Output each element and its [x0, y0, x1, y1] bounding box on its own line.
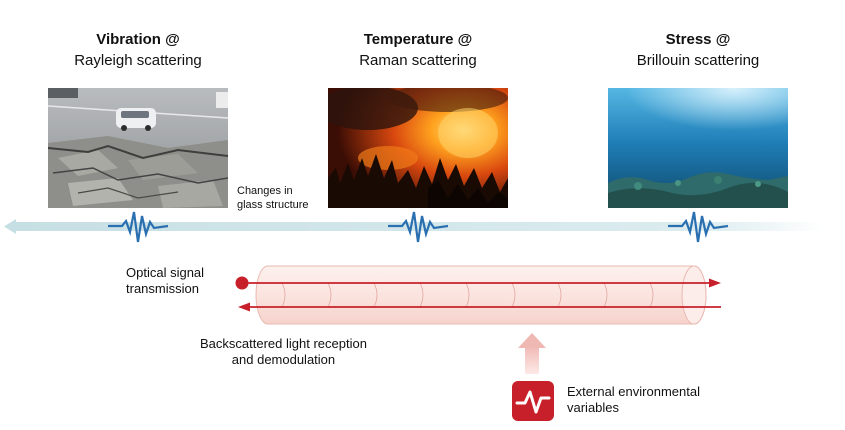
raman-subtitle: Raman scattering: [359, 52, 477, 69]
external-up-arrow: [518, 333, 546, 374]
environment-signal-icon: [512, 381, 554, 421]
vibration-title: Vibration @: [96, 31, 180, 48]
brillouin-subtitle: Brillouin scattering: [636, 52, 760, 69]
vibration-wave-icon: [108, 211, 169, 243]
earthquake-road-photo: [48, 88, 228, 208]
glass-change-line1: Changes in: [237, 185, 293, 197]
rayleigh-subtitle: Rayleigh scattering: [74, 52, 202, 69]
temperature-wave-icon: [388, 211, 449, 243]
external-variables-label: External environmental variables: [567, 384, 700, 416]
backscatter-arrow: [238, 302, 721, 312]
temperature-title-block: Temperature @ Raman scattering: [308, 30, 528, 72]
stress-wave-icon: [668, 211, 729, 243]
glass-change-label: Changes in glass structure: [237, 184, 309, 212]
backscatter-line2: and demodulation: [231, 352, 336, 367]
vibration-title-block: Vibration @ Rayleigh scattering: [28, 30, 248, 72]
glass-change-line2: glass structure: [237, 199, 309, 211]
stress-title: Stress @: [665, 31, 731, 48]
temperature-title: Temperature @: [363, 31, 473, 48]
optical-signal-line1: Optical signal: [126, 265, 205, 280]
backscatter-label: Backscattered light reception and demodu…: [200, 336, 367, 368]
backscatter-line1: Backscattered light reception: [200, 336, 367, 351]
optical-signal-line2: transmission: [126, 281, 199, 296]
optical-fiber-cylinder: [255, 265, 707, 325]
underwater-photo: [608, 88, 788, 208]
stress-title-block: Stress @ Brillouin scattering: [588, 30, 808, 72]
external-line1: External environmental: [567, 384, 700, 399]
distance-axis-band: [4, 219, 824, 234]
optical-signal-label: Optical signal transmission: [126, 265, 204, 297]
external-line2: variables: [567, 400, 620, 415]
forest-fire-photo: [328, 88, 508, 208]
forward-signal-arrow: [235, 276, 721, 290]
